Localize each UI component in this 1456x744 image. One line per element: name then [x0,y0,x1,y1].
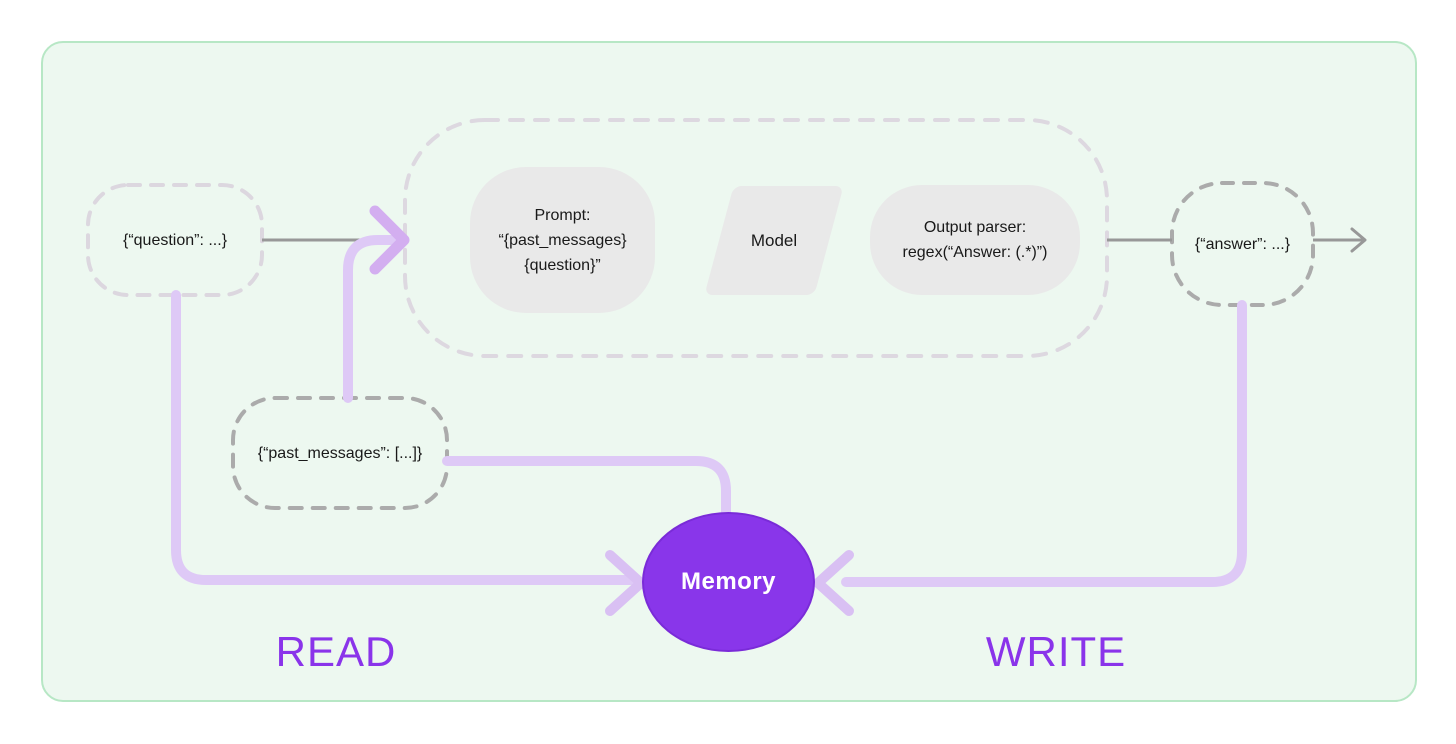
connector-past-messages-to-chain [343,235,397,403]
output-parser-node: Output parser: regex(“Answer: (.*)”) [870,185,1080,295]
memory-node: Memory [642,512,815,652]
memory-node-label: Memory [680,568,777,595]
prompt-node-label-line1: Prompt: [534,206,591,224]
arrowhead-into-memory-right-icon [813,550,854,616]
prompt-node-label-line3: {question}” [524,256,601,274]
answer-node-label: {“answer”: ...} [1194,235,1291,253]
past-messages-node-outline [231,396,449,510]
connector-answer-to-memory [841,300,1247,587]
arrowhead-into-chain-icon [369,205,410,275]
write-label: WRITE [985,628,1127,675]
question-node-label: {“question”: ...} [122,231,228,249]
read-label: READ [275,628,397,675]
connector-question-to-memory [171,290,639,585]
connector-past-messages-to-memory [442,456,731,523]
arrowhead-into-memory-left-icon [605,550,646,616]
past-messages-node-label: {“past_messages”: [...]} [257,444,423,462]
model-node-label: Model [750,230,798,250]
output-parser-label-line2: regex(“Answer: (.*)”) [902,244,1048,261]
arrowhead-answer-out-icon [1350,227,1367,253]
output-parser-label-line1: Output parser: [923,219,1027,236]
prompt-node-label-line2: “{past_messages} [498,231,627,249]
prompt-node: Prompt: “{past_messages} {question}” [470,167,655,313]
